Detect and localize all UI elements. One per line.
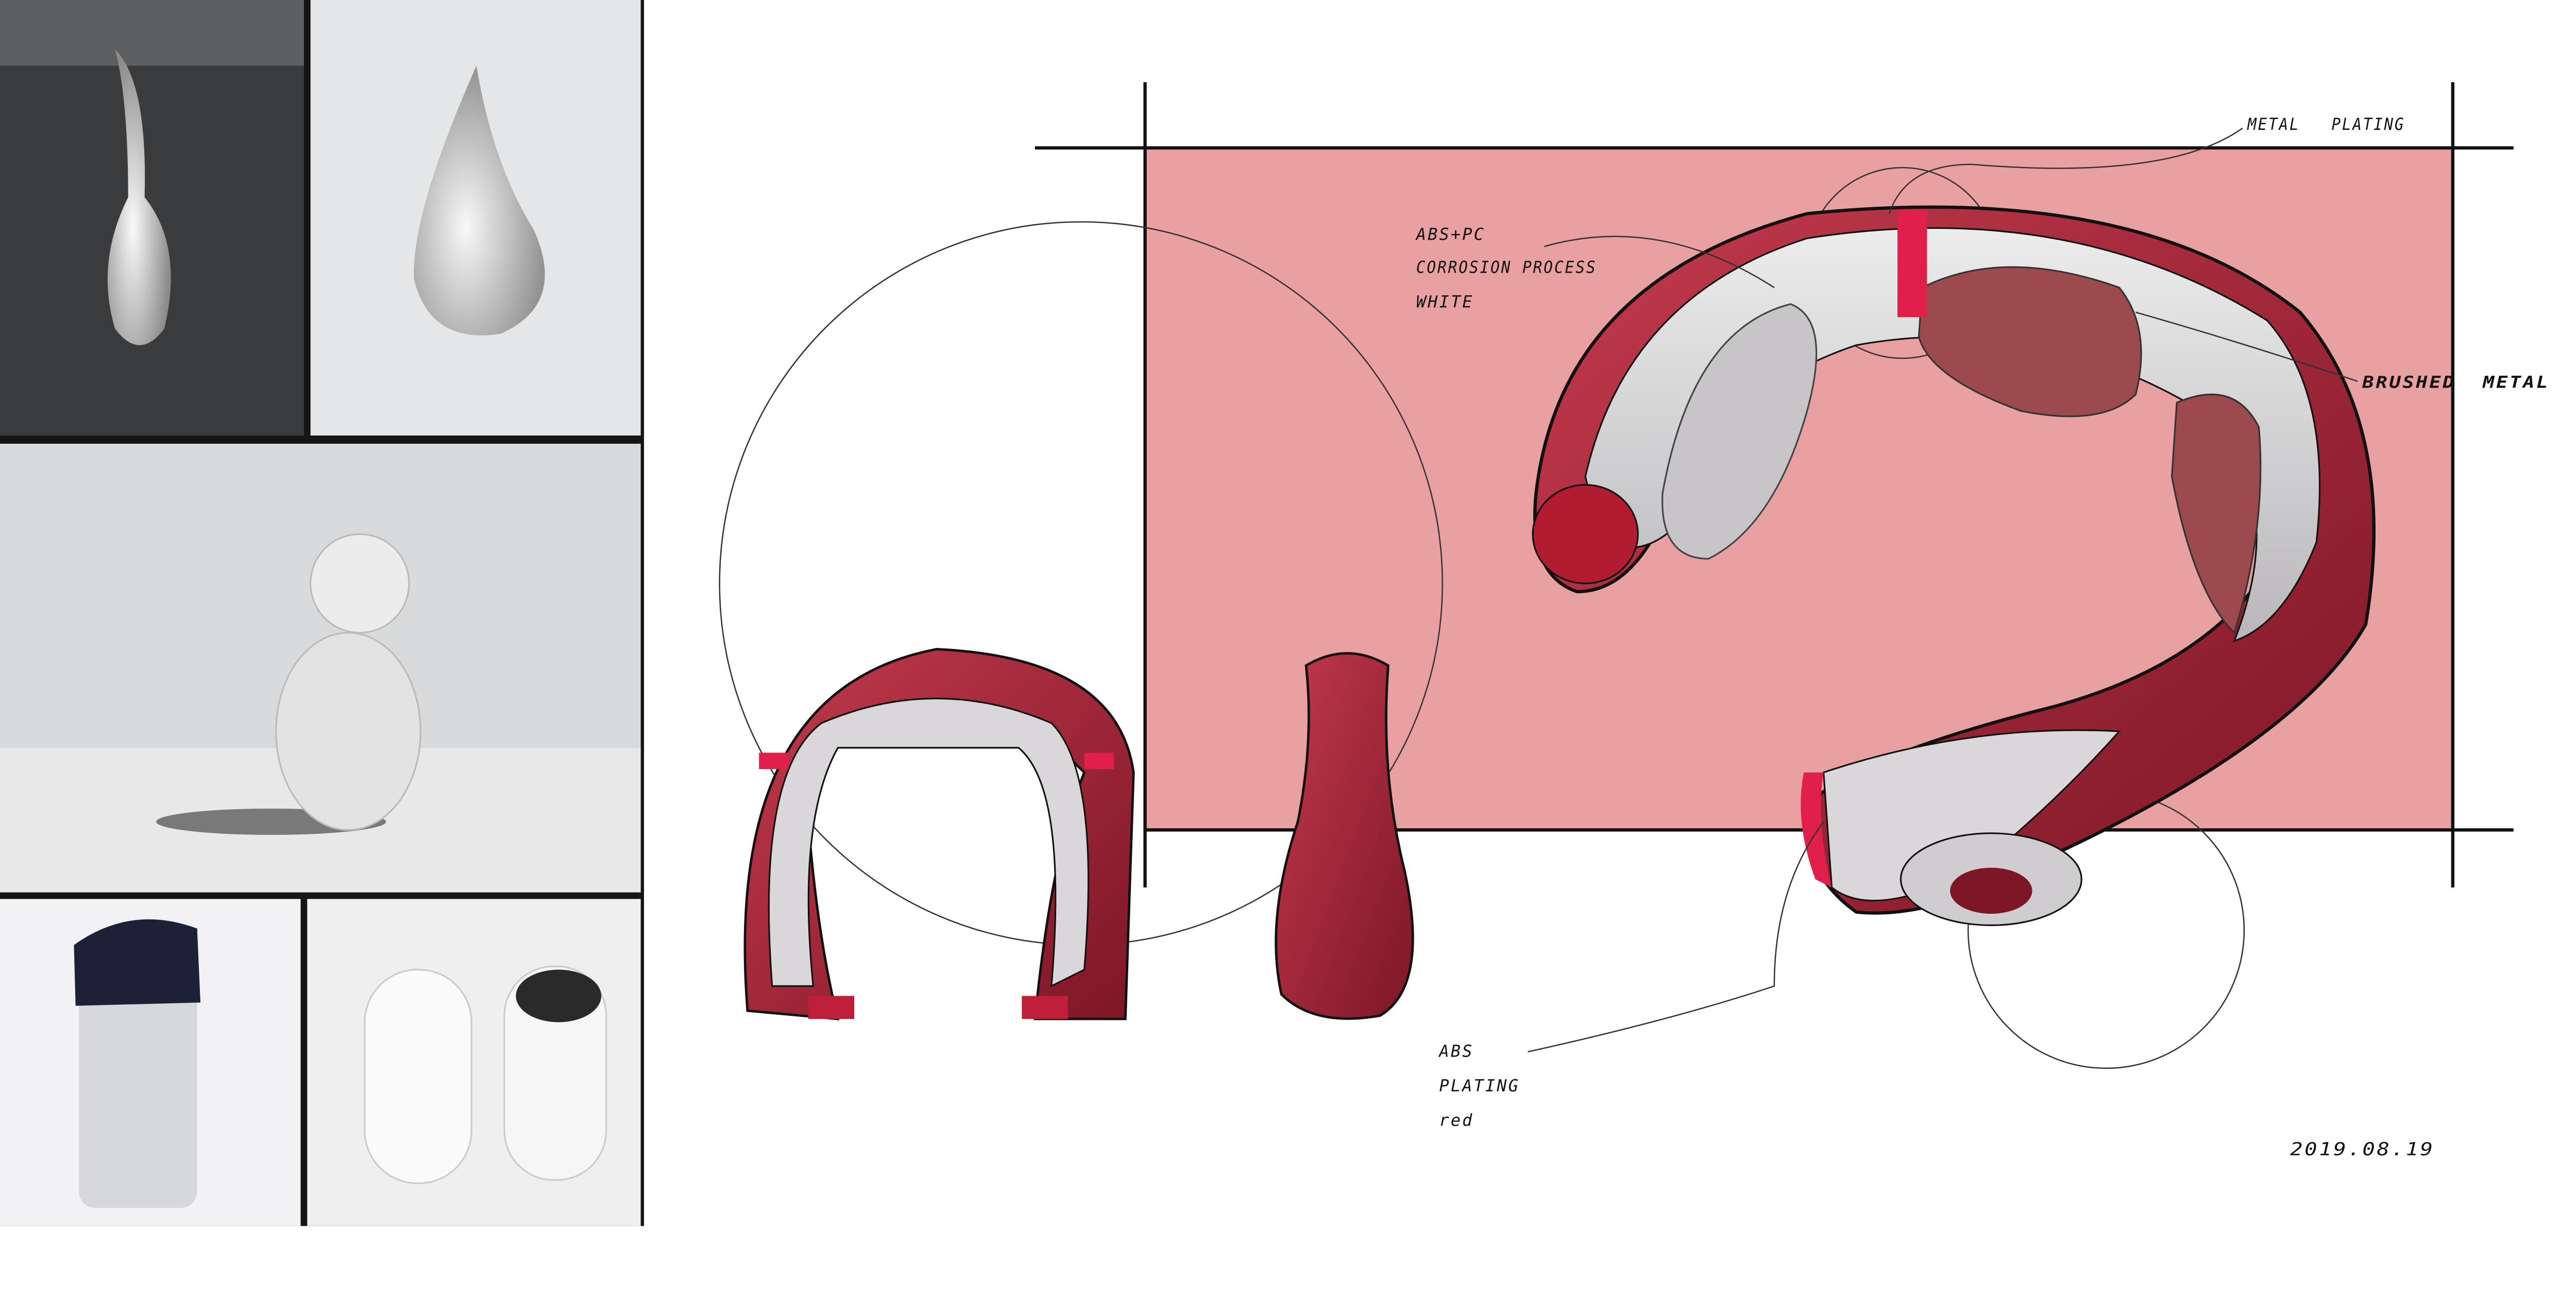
egg-figure-photo (0, 443, 641, 893)
note-bottom-1: ABS (1438, 1041, 1473, 1061)
note-bottom-2: PLATING (1439, 1076, 1520, 1095)
metal-plating-band (1897, 210, 1927, 317)
neckband-front-view (743, 648, 1135, 1020)
note-material-3: WHITE (1416, 292, 1474, 311)
date-label: 2019.08.19 (2290, 1139, 2435, 1160)
note-material-2: CORROSION PROCESS (1416, 257, 1597, 277)
note-bottom-3: red (1439, 1110, 1473, 1130)
neckband-perspective-render (1532, 205, 2376, 926)
annotations: ABS+PC CORROSION PROCESS WHITE METAL PLA… (1415, 114, 2550, 1160)
white-devices-photo (307, 899, 641, 1226)
neckband-side-view (1275, 652, 1414, 1020)
sketch-canvas: ABS+PC CORROSION PROCESS WHITE METAL PLA… (0, 0, 2550, 1226)
note-brushed-metal: BRUSHED METAL (2362, 373, 2550, 392)
moodboard (0, 0, 644, 1226)
note-metal-plating: METAL PLATING (2247, 114, 2405, 134)
water-drop-faucet-photo (0, 0, 304, 436)
water-drop-photo (310, 0, 641, 436)
speaker-photo (0, 899, 301, 1226)
note-material-1: ABS+PC (1415, 225, 1485, 244)
leader-lines (1528, 127, 2358, 1053)
